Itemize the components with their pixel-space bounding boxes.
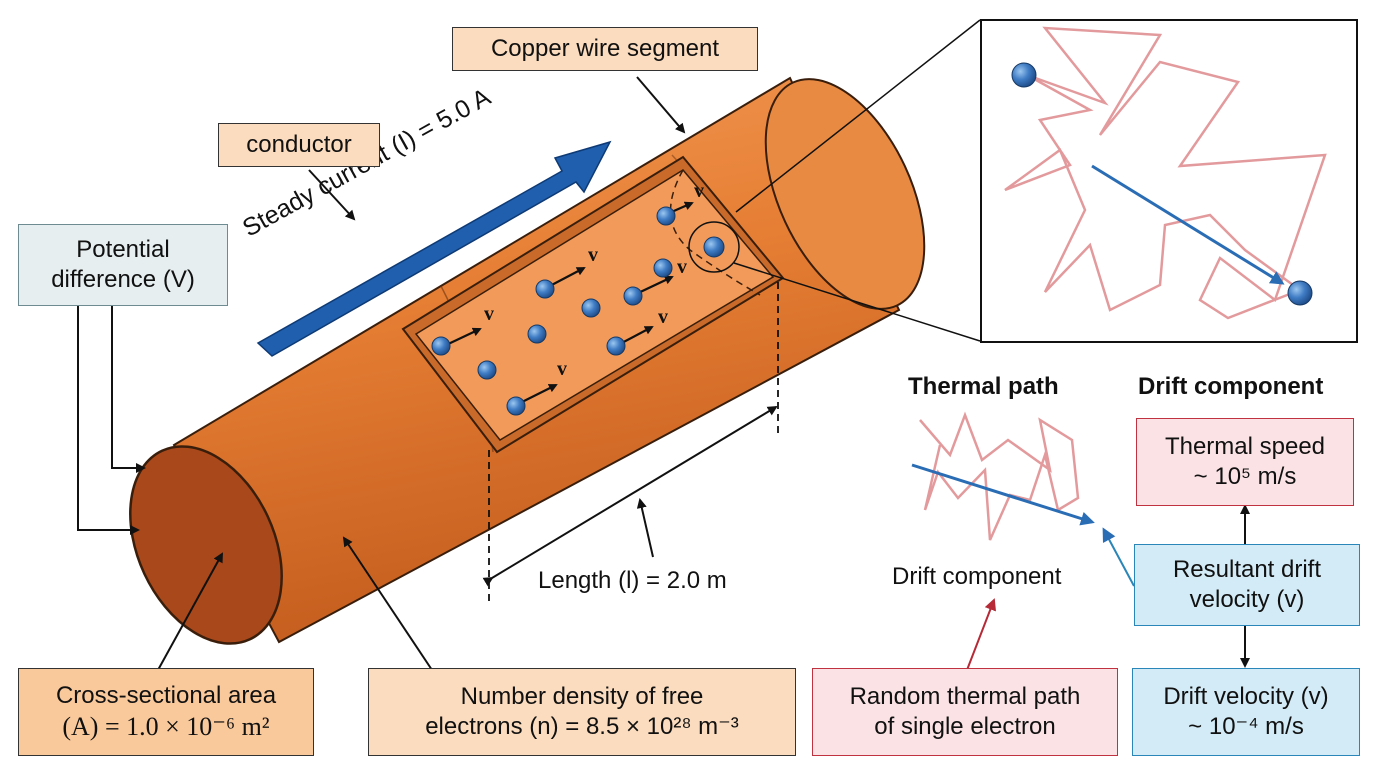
density-line1: Number density of free	[460, 683, 704, 710]
density-line2: electrons (n) = 8.5 × 10²⁸ m⁻³	[425, 713, 739, 740]
thermal-path-heading: Thermal path	[908, 373, 1059, 400]
drift-component-caption: Drift component	[892, 563, 1062, 590]
velocity-vector-label: v⃗	[557, 358, 583, 380]
cross-sectional-area-label: Cross-sectional area (A) = 1.0 × 10⁻⁶ m²	[18, 668, 314, 756]
velocity-vector-label: v⃗	[484, 303, 510, 325]
drift-component-heading: Drift component	[1138, 373, 1324, 400]
conductor-label: conductor	[218, 123, 380, 167]
drift-velocity-line1: Drift velocity (v)	[1163, 683, 1329, 710]
velocity-vector-label: v⃗	[677, 256, 703, 278]
velocity-vector-label: v⃗	[588, 244, 614, 266]
copper-wire-text: Copper wire segment	[490, 35, 720, 62]
velocity-vector-label: v⃗	[694, 180, 720, 202]
current-arrow	[256, 140, 612, 357]
drift-velocity-label: Drift velocity (v) ~ 10⁻⁴ m/s	[1132, 668, 1360, 756]
thermal-path-small	[911, 411, 1095, 541]
conductor-text: conductor	[246, 131, 352, 158]
resultant-drift-label: Resultant drift velocity (v)	[1134, 544, 1360, 626]
random-line1: Random thermal path	[849, 683, 1081, 710]
electrons	[431, 201, 740, 416]
velocity-vector-label: v⃗	[658, 306, 684, 328]
resultant-line1: Resultant drift	[1172, 556, 1322, 583]
cross-line2: (A) = 1.0 × 10⁻⁶ m²	[62, 711, 270, 741]
length-dimension	[482, 282, 779, 605]
copper-wire-label: Copper wire segment	[452, 27, 758, 71]
thermal-speed-line1: Thermal speed	[1164, 433, 1326, 460]
pointer-arrows	[77, 76, 686, 671]
flow-arrows	[966, 504, 1250, 671]
potential-difference-label: Potential difference (V)	[18, 224, 228, 306]
length-label: Length (l) = 2.0 m	[538, 567, 727, 594]
resultant-line2: velocity (v)	[1189, 586, 1305, 613]
potential-line1: Potential	[76, 236, 170, 263]
zoom-inset	[980, 19, 1358, 343]
cross-line1: Cross-sectional area	[55, 681, 277, 709]
drift-velocity-line2: ~ 10⁻⁴ m/s	[1188, 713, 1304, 740]
random-line2: of single electron	[874, 713, 1056, 740]
thermal-speed-line2: ~ 10⁵ m/s	[1193, 463, 1297, 490]
thermal-speed-label: Thermal speed ~ 10⁵ m/s	[1136, 418, 1354, 506]
potential-line2: difference (V)	[51, 266, 195, 293]
number-density-label: Number density of free electrons (n) = 8…	[368, 668, 796, 756]
random-thermal-path-label: Random thermal path of single electron	[812, 668, 1118, 756]
zoom-lines	[733, 19, 981, 342]
